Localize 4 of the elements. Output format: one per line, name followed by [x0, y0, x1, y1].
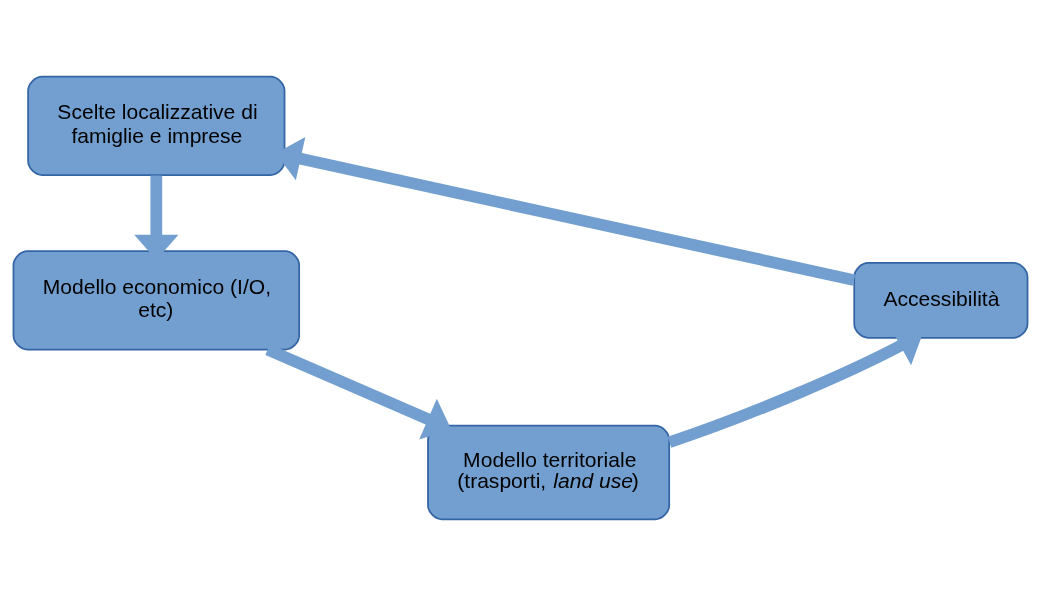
node-box: Modello economico (I/O, etc) — [12, 249, 301, 350]
node-box: Accessibilità — [853, 261, 1029, 339]
node-box: Scelte localizzative di famiglie e imprese — [27, 75, 286, 176]
node-box: Modello territoriale (trasporti, land use) — [427, 424, 671, 520]
